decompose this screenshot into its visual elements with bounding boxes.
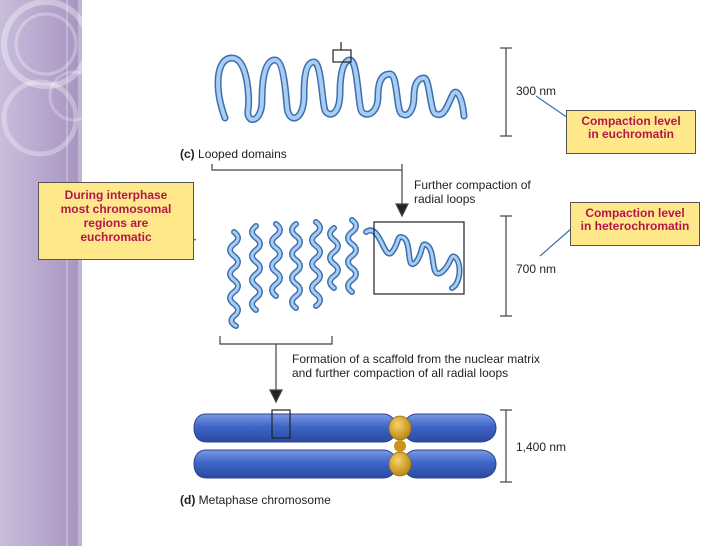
- looped-domains-fiber: [214, 42, 468, 123]
- scale-bar-300: [500, 47, 512, 137]
- scale-bar-1400: [500, 409, 512, 483]
- panel-c-title: Looped domains: [198, 147, 287, 161]
- callout-interphase-line-3: regions are: [83, 216, 149, 230]
- scale-bar-700: [500, 215, 512, 317]
- scale-label-1400: 1,400 nm: [516, 440, 567, 454]
- step-scaffold-line-1: Formation of a scaffold from the nuclear…: [292, 352, 540, 366]
- callout-euchromatin: Compaction level in euchromatin: [566, 110, 696, 154]
- scale-label-300: 300 nm: [516, 84, 557, 98]
- step-loops-line-2: radial loops: [414, 192, 476, 206]
- looped-domains-bracket: [211, 164, 409, 218]
- step-scaffold-text: Formation of a scaffold from the nuclear…: [292, 352, 540, 380]
- panel-d-caption: (d) Metaphase chromosome: [180, 493, 331, 507]
- callout-heterochromatin-line-2: in heterochromatin: [580, 219, 690, 233]
- callout-interphase: During interphase most chromosomal regio…: [38, 182, 194, 260]
- step-loops-text: Further compaction of radial loops: [414, 178, 531, 206]
- callout-heterochromatin-line-1: Compaction level: [585, 206, 685, 220]
- radial-loops-bracket: [219, 336, 333, 404]
- callout-heterochromatin: Compaction level in heterochromatin: [570, 202, 700, 246]
- step-loops-line-1: Further compaction of: [414, 178, 531, 192]
- callout-interphase-line-1: During interphase: [64, 188, 168, 202]
- decorative-sidebar: [0, 0, 100, 546]
- callout-euchromatin-line-1: Compaction level: [581, 114, 681, 128]
- callout-interphase-line-4: euchromatic: [80, 230, 152, 244]
- radial-loops-fiber: [227, 217, 465, 329]
- panel-c-caption: (c) Looped domains: [180, 147, 287, 161]
- panel-d-letter: (d): [180, 493, 196, 507]
- panel-c-letter: (c): [180, 147, 195, 161]
- callout-interphase-line-2: most chromosomal: [60, 202, 172, 216]
- metaphase-chromosome: [193, 409, 497, 479]
- callout-euchromatin-line-2: in euchromatin: [587, 127, 674, 141]
- panel-d-title: Metaphase chromosome: [198, 493, 331, 507]
- step-scaffold-line-2: and further compaction of all radial loo…: [292, 366, 509, 380]
- scale-label-700: 700 nm: [516, 262, 557, 276]
